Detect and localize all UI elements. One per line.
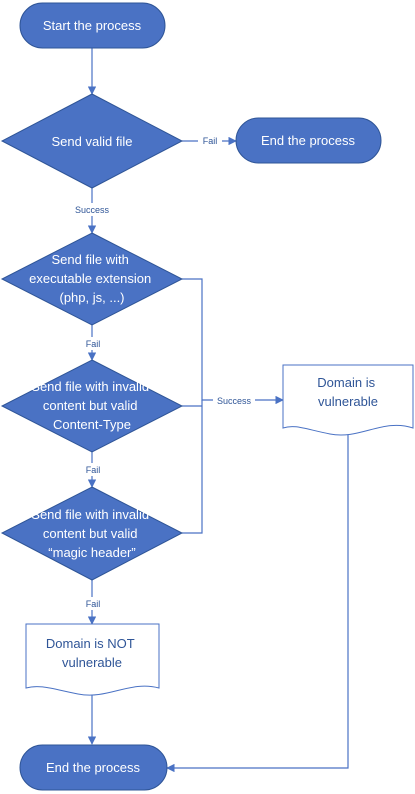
decision-content-type: Send file with invalid content but valid… [0, 359, 184, 453]
end-terminator-bottom: End the process [19, 744, 168, 791]
edge-label-success-1: Success [75, 205, 110, 215]
edge-vulnerable-to-end [166, 432, 349, 773]
decision-magic-header: Send file with invalid content but valid… [0, 486, 184, 581]
decision-content-type-line-3: Content-Type [53, 417, 131, 432]
end-terminator-top: End the process [235, 117, 382, 164]
decision-magic-line-1: Send file with invalid [31, 507, 149, 522]
edge-label-fail-3: Fail [86, 465, 101, 475]
edge-label-success-2: Success [217, 396, 252, 406]
document-not-vulnerable-line-1: Domain is NOT [46, 636, 135, 651]
decision-magic-line-3: “magic header” [48, 545, 135, 560]
start-terminator: Start the process [19, 2, 166, 49]
svg-text:Send file with invalid c: Send file with invalid content but valid… [31, 379, 152, 432]
document-not-vulnerable-line-2: vulnerable [62, 655, 122, 670]
edge-exec-success-to-vulnerable [182, 278, 284, 405]
edge-labels: Fail Success Fail Success Fail Fail [72, 134, 255, 610]
decision-exec-line-3: (php, js, ...) [59, 290, 124, 305]
decision-content-type-line-2: content but valid [43, 398, 138, 413]
edge-label-fail-4: Fail [86, 599, 101, 609]
start-label: Start the process [43, 18, 142, 33]
decision-exec-line-2: executable extension [29, 271, 151, 286]
svg-text:Send file with executabl: Send file with executable extension (php… [29, 252, 155, 305]
edge-label-fail-2: Fail [86, 339, 101, 349]
decision-exec-line-1: Send file with [52, 252, 129, 267]
edge-magic-to-vuln [182, 400, 203, 534]
end-bottom-label: End the process [46, 760, 140, 775]
svg-text:Domain is NOT vulnerable: Domain is NOT vulnerable [46, 636, 138, 670]
document-domain-vulnerable: Domain is vulnerable [282, 364, 414, 436]
document-vulnerable-line-1: Domain is [317, 375, 375, 390]
decision-send-valid-file: Send valid file [0, 93, 184, 189]
edge-label-fail-1: Fail [203, 136, 218, 146]
decision-send-valid-file-label: Send valid file [52, 134, 133, 149]
end-top-label: End the process [261, 133, 355, 148]
decision-magic-line-2: content but valid [43, 526, 138, 541]
decision-content-type-line-1: Send file with invalid [31, 379, 149, 394]
document-domain-not-vulnerable: Domain is NOT vulnerable [25, 623, 160, 696]
document-vulnerable-line-2: vulnerable [318, 394, 378, 409]
decision-exec-extension: Send file with executable extension (php… [0, 232, 184, 326]
svg-text:Domain is vulnerable: Domain is vulnerable [317, 375, 378, 409]
svg-text:Send file with invalid c: Send file with invalid content but valid… [31, 507, 152, 560]
